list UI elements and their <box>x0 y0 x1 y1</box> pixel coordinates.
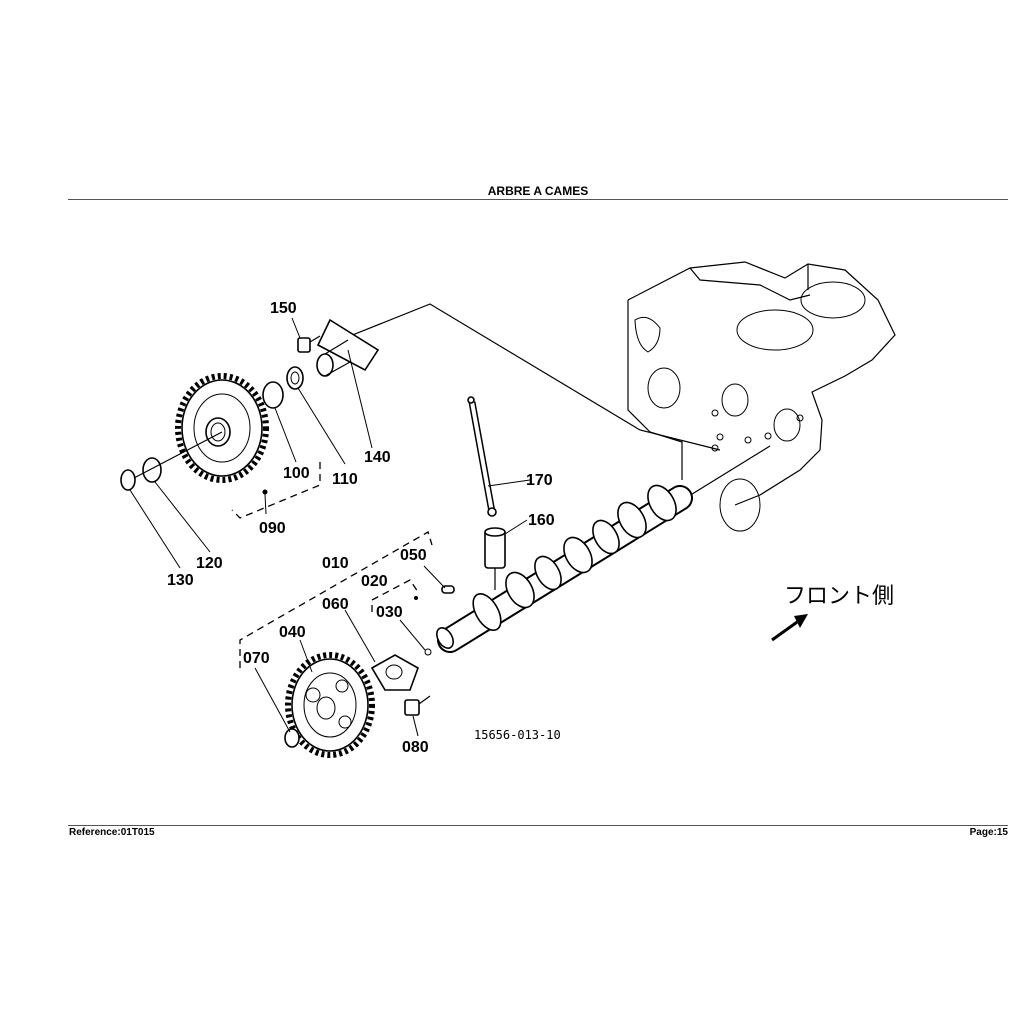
leader-lines <box>129 317 531 737</box>
bolt-150 <box>297 335 321 353</box>
footer-divider <box>68 825 1008 826</box>
camshaft <box>436 484 693 653</box>
callout-030: 030 <box>376 604 403 621</box>
callout-080: 080 <box>402 739 429 756</box>
callout-050: 050 <box>400 547 427 564</box>
thrust-washer-120 <box>142 457 162 483</box>
header-divider <box>68 199 1008 200</box>
callout-120: 120 <box>196 555 223 572</box>
drawing-code: 15656-013-10 <box>474 728 561 742</box>
front-direction-arrow <box>771 614 808 642</box>
callout-150: 150 <box>270 300 297 317</box>
bushing-100 <box>262 381 284 409</box>
collar-110 <box>286 366 304 390</box>
push-rod-170 <box>467 396 497 517</box>
page-number: Page:15 <box>969 827 1008 838</box>
callout-130: 130 <box>167 572 194 589</box>
pin-020 <box>414 596 418 600</box>
page-title: ARBRE A CAMES <box>487 184 589 198</box>
callout-040: 040 <box>279 624 306 641</box>
cam-gear-lower <box>285 652 375 758</box>
thrust-plate-060 <box>370 654 419 691</box>
idle-gear-upper <box>175 373 269 495</box>
callout-100: 100 <box>283 465 310 482</box>
callout-020: 020 <box>361 573 388 590</box>
callout-060: 060 <box>322 596 349 613</box>
callout-090: 090 <box>259 520 286 537</box>
callout-numbers: 150 140 110 100 090 120 130 170 160 010 … <box>167 300 555 756</box>
front-side-label: フロント側 <box>784 584 894 609</box>
callout-170: 170 <box>526 472 553 489</box>
callout-140: 140 <box>364 449 391 466</box>
reference-label: Reference:01T015 <box>69 827 155 838</box>
callout-010: 010 <box>322 555 349 572</box>
idle-shaft-140 <box>316 318 380 377</box>
callout-110: 110 <box>332 471 358 488</box>
tappet-160 <box>484 527 506 590</box>
callout-070: 070 <box>243 650 270 667</box>
engine-block <box>627 261 896 532</box>
callout-160: 160 <box>528 512 555 529</box>
circlip-130 <box>120 469 136 491</box>
key-030 <box>424 648 432 656</box>
circlip-070 <box>284 728 300 748</box>
bolt-080 <box>404 695 431 716</box>
